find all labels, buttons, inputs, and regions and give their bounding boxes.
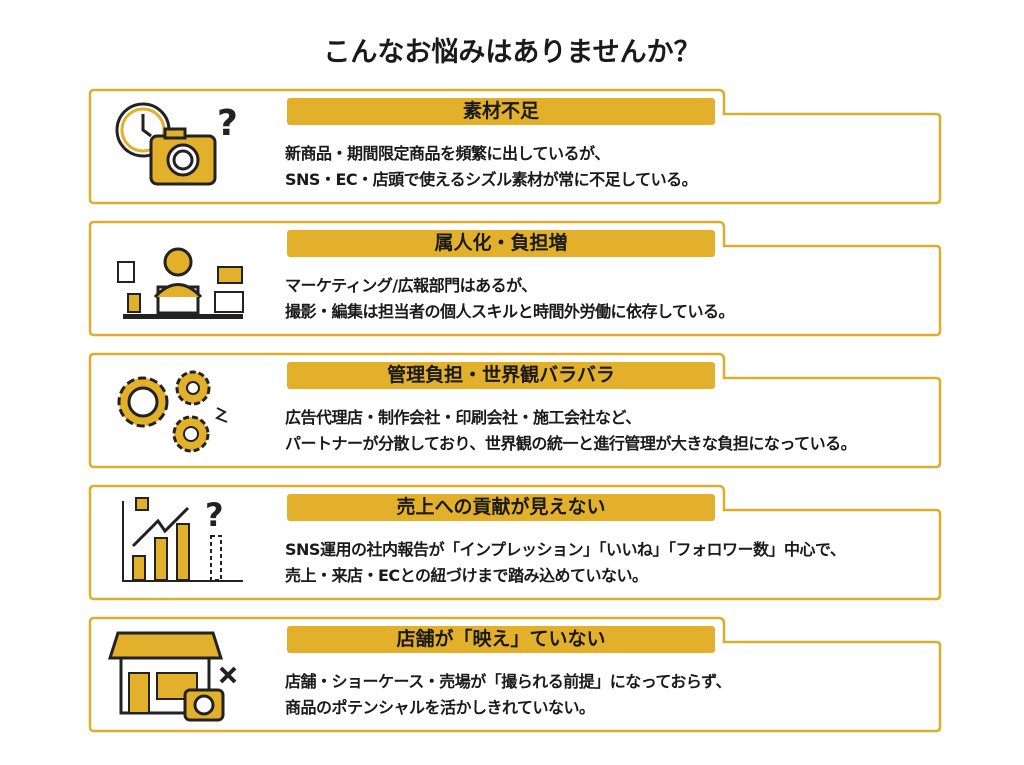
clock-camera-question-icon: ? — [108, 100, 248, 196]
gears-icon — [108, 364, 248, 460]
description-line: 売上・来店・ECとの紐づけまで踏み込めていない。 — [285, 566, 648, 585]
description-line: SNS運用の社内報告が「インプレッション」「いいね」「フォロワー数」中心で、 — [285, 540, 846, 559]
page-title: こんなお悩みはありませんか？ — [323, 37, 701, 68]
problem-card: 属人化・負担増 マーケティング/広報部門はあるが、撮影・編集は担当者の個人スキル… — [86, 220, 942, 337]
card-description: マーケティング/広報部門はあるが、撮影・編集は担当者の個人スキルと時間外労働に依… — [285, 273, 735, 325]
card-label: 売上への貢献が見えない — [287, 494, 715, 521]
card-description: 店舗・ショーケース・売場が「撮られる前提」になっておらず、商品のポテンシャルを活… — [285, 669, 731, 721]
problem-card: 店舗が「映え」ていない 店舗・ショーケース・売場が「撮られる前提」になっておらず… — [86, 616, 942, 733]
growth-chart-question-icon: ? — [108, 496, 248, 592]
stressed-worker-icon — [108, 232, 248, 328]
description-line: 商品のポテンシャルを活かしきれていない。 — [285, 698, 595, 717]
card-label: 店舗が「映え」ていない — [287, 626, 715, 653]
problem-card: 管理負担・世界観バラバラ 広告代理店・制作会社・印刷会社・施工会社など、パートナ… — [86, 352, 942, 469]
card-description: 広告代理店・制作会社・印刷会社・施工会社など、パートナーが分散しており、世界観の… — [285, 405, 857, 457]
svg-text:?: ? — [205, 496, 224, 534]
problem-card: ? 素材不足 新商品・期間限定商品を頻繁に出しているが、 SNS・EC・店頭で使え… — [86, 88, 942, 205]
description-line: 撮影・編集は担当者の個人スキルと時間外労働に依存している。 — [285, 302, 735, 321]
description-line: マーケティング/広報部門はあるが、 — [285, 276, 537, 295]
svg-text:?: ? — [217, 103, 238, 144]
description-line: パートナーが分散しており、世界観の統一と進行管理が大きな負担になっている。 — [285, 434, 857, 453]
description-line: SNS・EC・店頭で使えるシズル素材が常に不足している。 — [285, 170, 698, 189]
card-label: 属人化・負担増 — [287, 230, 715, 257]
store-camera-icon — [107, 628, 248, 724]
description-line: 新商品・期間限定商品を頻繁に出しているが、 — [285, 144, 610, 163]
card-label: 素材不足 — [287, 98, 715, 125]
card-label: 管理負担・世界観バラバラ — [287, 362, 715, 389]
description-line: 店舗・ショーケース・売場が「撮られる前提」になっておらず、 — [285, 672, 731, 691]
card-description: SNS運用の社内報告が「インプレッション」「いいね」「フォロワー数」中心で、売上… — [285, 537, 846, 589]
description-line: 広告代理店・制作会社・印刷会社・施工会社など、 — [285, 408, 641, 427]
card-description: 新商品・期間限定商品を頻繁に出しているが、 SNS・EC・店頭で使えるシズル素材が… — [285, 141, 698, 193]
problem-card: ? 売上への貢献が見えない SNS運用の社内報告が「インプレッション」「いいね」… — [86, 484, 942, 601]
